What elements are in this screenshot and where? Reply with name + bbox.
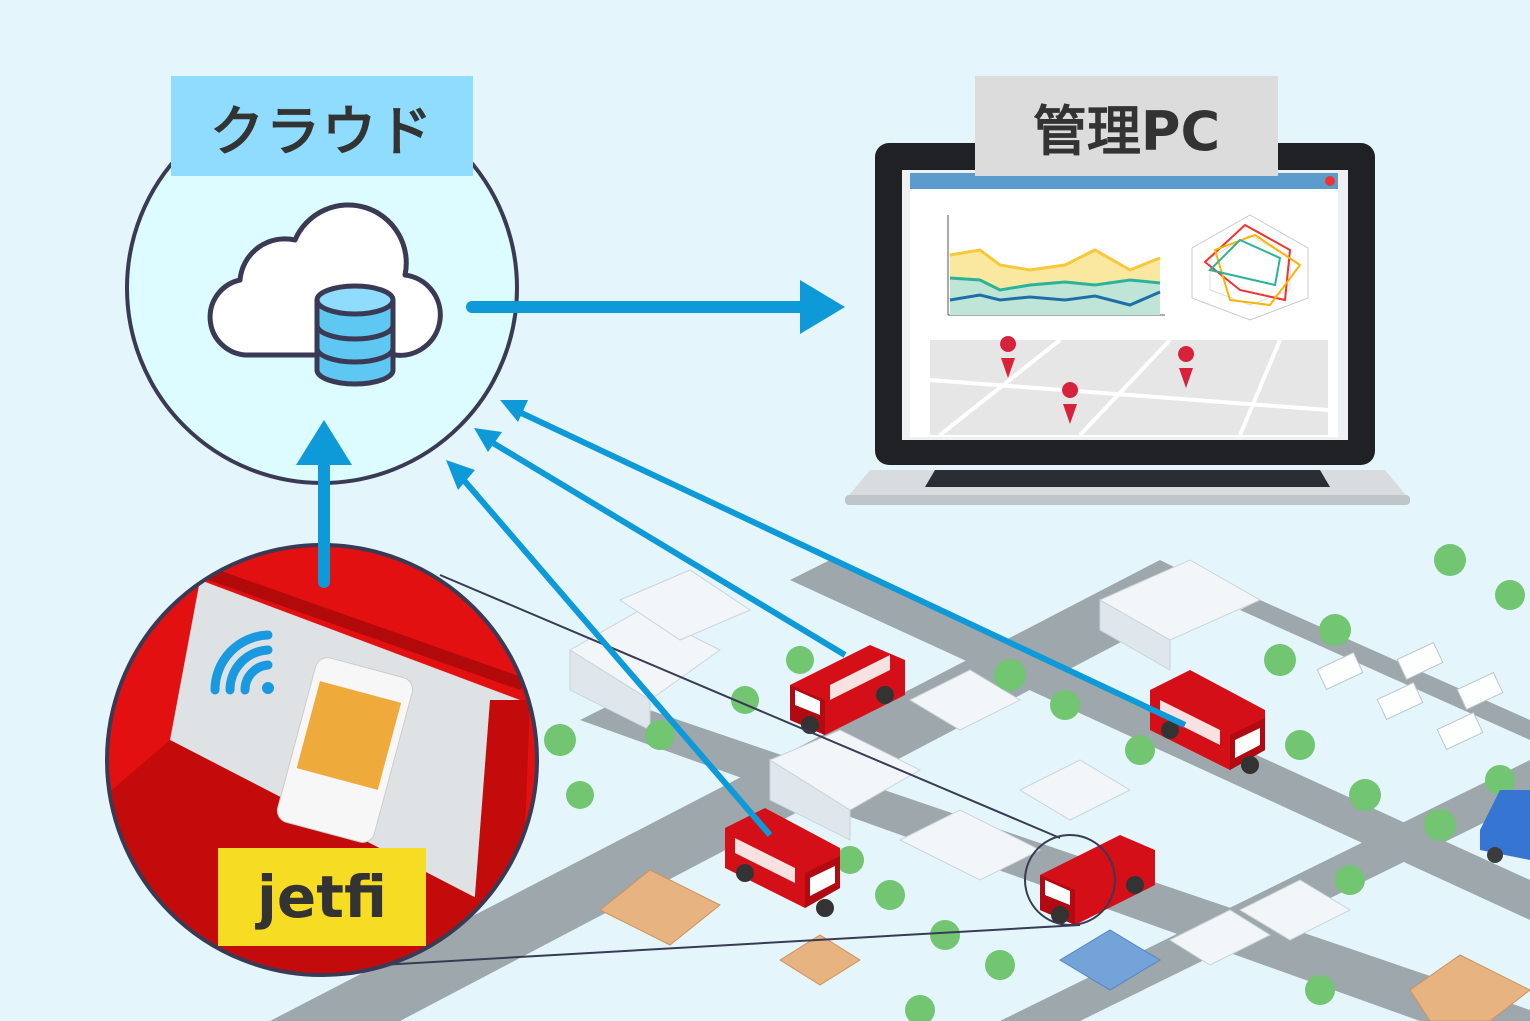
management-pc-label: 管理PC [975, 76, 1278, 176]
map-panel [929, 336, 1329, 437]
van [790, 645, 905, 735]
radar-chart [1191, 214, 1309, 321]
van [1040, 835, 1155, 925]
cloud-circle [125, 91, 519, 485]
map-pin-icon [1000, 336, 1195, 424]
area-chart [947, 215, 1165, 316]
data-flow-arrows [296, 280, 1187, 837]
van [1150, 670, 1265, 774]
van [725, 808, 840, 917]
wifi-icon [210, 630, 274, 695]
cloud-label: クラウド [171, 76, 473, 176]
jetfi-label: jetfi [218, 848, 426, 946]
vehicle-vans [725, 645, 1265, 926]
blue-truck [1480, 790, 1530, 863]
database-icon [314, 283, 396, 387]
management-pc-laptop [845, 143, 1410, 505]
city-background [270, 544, 1530, 1021]
smartphone-image [276, 657, 414, 843]
